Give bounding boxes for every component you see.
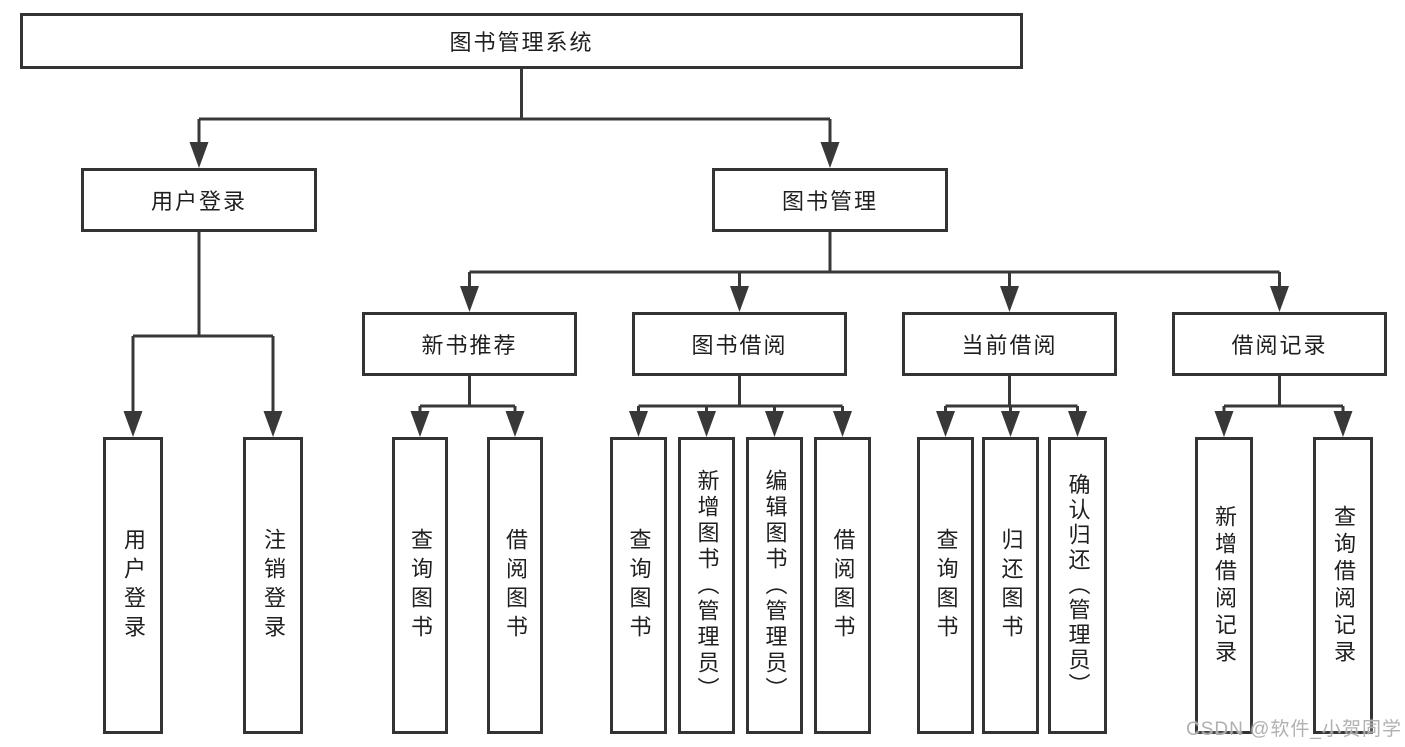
leaf-cb-return-books: 归还图书 [982,437,1039,734]
leaf-bb-edit-books-admin: 编辑图书（管理员） [746,437,803,734]
leaf-bb-borrow-books: 借阅图书 [814,437,871,734]
node-user-login: 用户登录 [81,168,317,232]
leaf-bb-add-books-admin: 新增图书（管理员） [678,437,735,734]
leaf-nbr-query-books: 查询图书 [392,437,448,734]
leaf-nbr-borrow-books: 借阅图书 [487,437,543,734]
node-root: 图书管理系统 [20,13,1023,69]
node-current-borrowing: 当前借阅 [902,312,1117,376]
node-new-book-recommend: 新书推荐 [362,312,577,376]
leaf-bb-query-books: 查询图书 [610,437,667,734]
leaf-logout: 注销登录 [243,437,303,734]
leaf-user-login: 用户登录 [103,437,163,734]
node-book-management: 图书管理 [712,168,948,232]
watermark: CSDN @软件_小贺同学 [1186,719,1402,740]
leaf-br-add-borrow-record: 新增借阅记录 [1195,437,1253,734]
node-book-borrowing: 图书借阅 [632,312,847,376]
leaf-br-query-borrow-record: 查询借阅记录 [1313,437,1373,734]
leaf-cb-query-books: 查询图书 [917,437,974,734]
leaf-cb-confirm-return-admin: 确认归还（管理员） [1048,437,1107,734]
node-borrowing-records: 借阅记录 [1172,312,1387,376]
